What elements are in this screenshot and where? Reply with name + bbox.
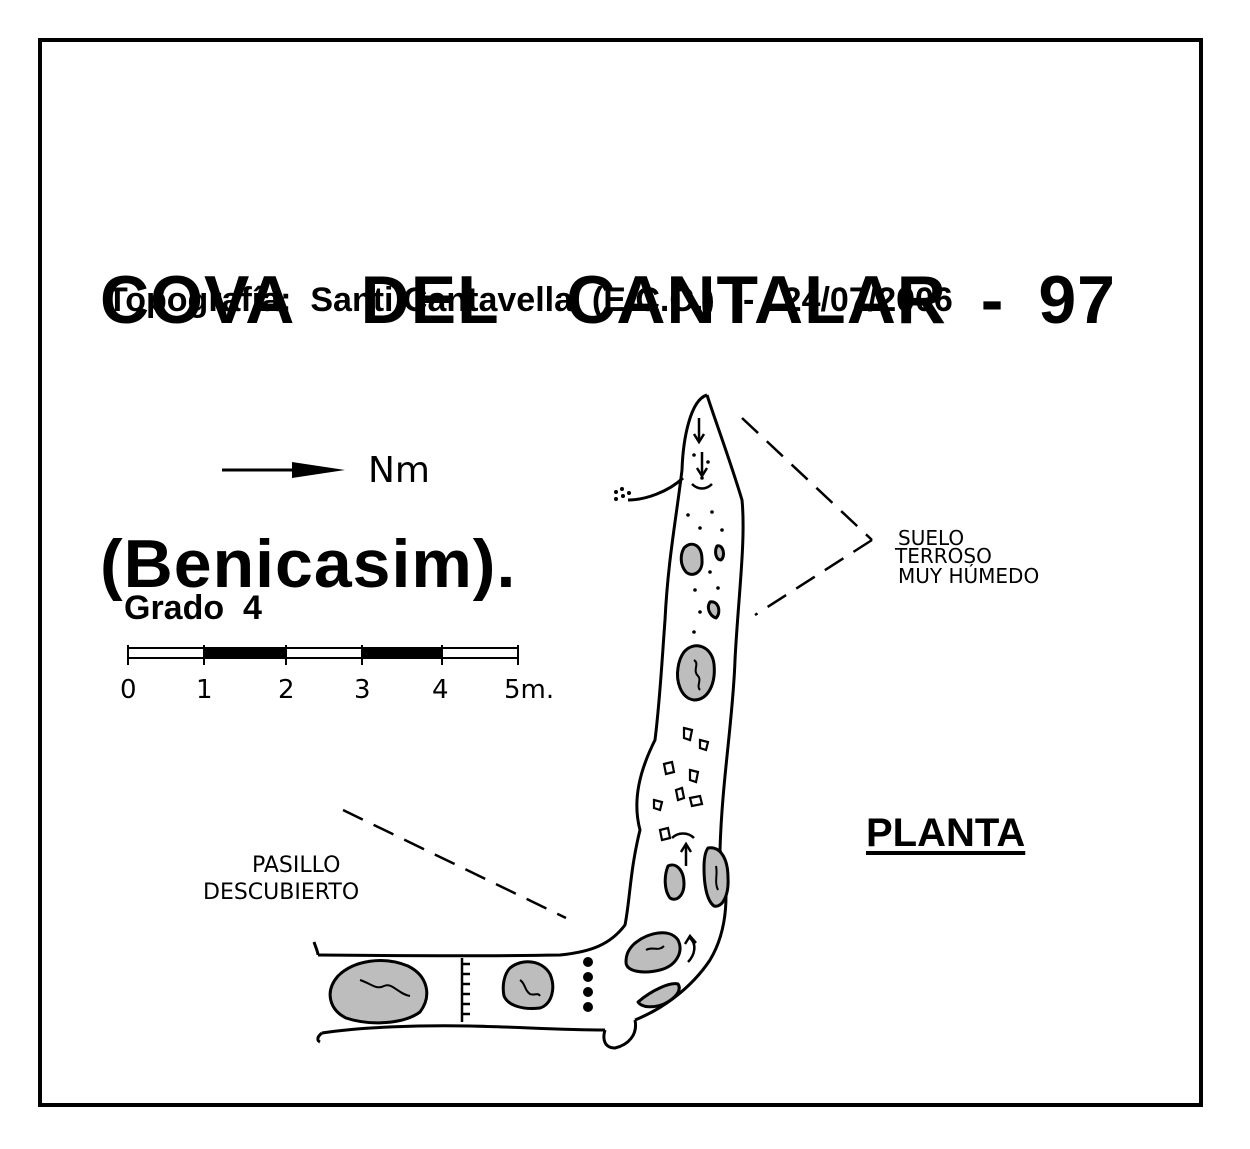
north-label: Nm [368, 450, 430, 491]
soil-note-line-2: TERROSO [894, 544, 992, 568]
rock-blocks [328, 542, 730, 1025]
cave-passage [312, 393, 745, 1050]
survey-grade: Grado 4 [124, 589, 262, 627]
soil-note: SUELO TERROSO MUY HÚMEDO [894, 526, 1039, 588]
corridor-note-line-1: PASILLO [252, 853, 340, 878]
pebbles [652, 726, 710, 842]
soil-note-line-1: SUELO [898, 526, 964, 550]
corridor-note-line-2: DESCUBIERTO [203, 880, 359, 905]
survey-credits: Topografía: Santi Cantavella (E.C.C.) - … [107, 281, 953, 319]
corridor-note: PASILLO DESCUBIERTO [203, 853, 359, 905]
rock-cracks [359, 659, 719, 997]
scale-tick-4: 4 [432, 675, 449, 705]
scale-bar [127, 645, 519, 665]
scale-tick-1: 1 [196, 675, 213, 705]
floor-dots [686, 453, 724, 634]
cave-name: COVA DEL CANTALAR - 97 [100, 262, 1116, 338]
scale-tick-3: 3 [354, 675, 371, 705]
side-branch-dots [614, 487, 631, 501]
survey-title: COVA DEL CANTALAR - 97 (Benicasim). [100, 80, 1116, 696]
cave-location: (Benicasim). [100, 526, 517, 602]
corridor-step-marks [460, 958, 470, 1022]
scale-tick-5: 5m. [504, 675, 554, 705]
soil-note-line-3: MUY HÚMEDO [898, 564, 1039, 588]
slope-arrows [671, 418, 713, 963]
scale-tick-2: 2 [278, 675, 295, 705]
view-label-planta: PLANTA [866, 811, 1026, 855]
scale-tick-0: 0 [120, 675, 137, 705]
leader-lines [342, 417, 873, 920]
map-frame [38, 38, 1203, 1107]
north-arrow-icon [222, 462, 345, 478]
entrance-dots [583, 957, 593, 1012]
